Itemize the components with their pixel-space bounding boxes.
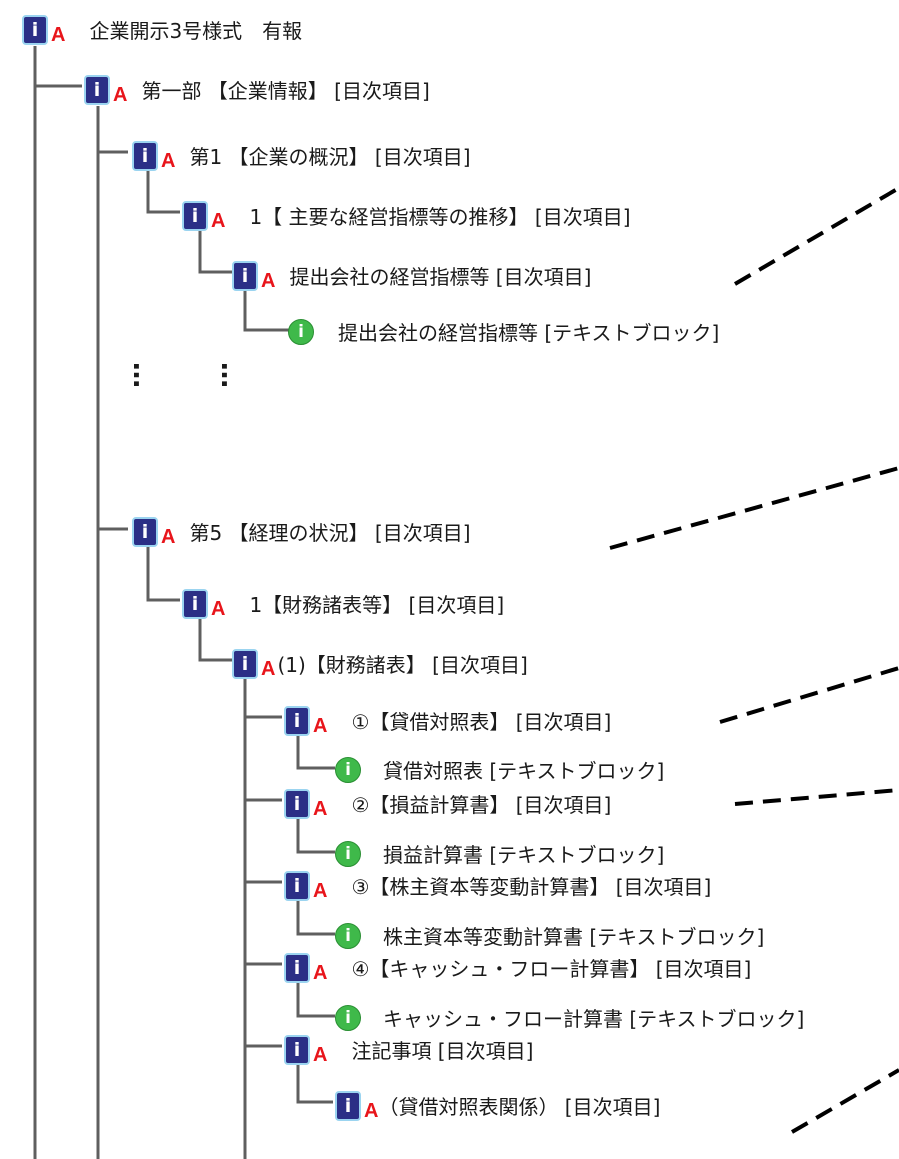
tree-node[interactable]: i A ①【貸借対照表】 [目次項目]	[284, 703, 611, 738]
node-label: 第一部 【企業情報】 [目次項目]	[141, 79, 430, 103]
toc-item-icon: i	[284, 705, 310, 736]
tree-node[interactable]: i A （貸借対照表関係） [目次項目]	[335, 1088, 660, 1123]
toc-item-icon: i	[232, 648, 258, 679]
abstract-badge-icon: A	[313, 880, 328, 902]
tree-node[interactable]: i A ③【株主資本等変動計算書】 [目次項目]	[284, 868, 711, 903]
toc-item-icon: i	[132, 516, 158, 547]
tree-node[interactable]: i 株主資本等変動計算書 [テキストブロック]	[335, 921, 764, 950]
ellipsis-marker: …	[215, 362, 245, 388]
node-label: 第5 【経理の状況】 [目次項目]	[189, 521, 471, 545]
abstract-badge-icon: A	[211, 598, 226, 620]
abstract-badge-icon: A	[161, 150, 176, 172]
tree-node[interactable]: i A (1)【財務諸表】 [目次項目]	[232, 646, 528, 681]
abstract-badge-icon: A	[161, 526, 176, 548]
dashed-leader-4	[734, 788, 899, 806]
toc-item-icon: i	[284, 788, 310, 819]
node-label: キャッシュ・フロー計算書 [テキストブロック]	[383, 1007, 805, 1031]
toc-item-icon: i	[284, 1034, 310, 1065]
tree-node[interactable]: i A 注記事項 [目次項目]	[284, 1032, 533, 1067]
dashed-leader-5	[790, 1068, 899, 1134]
node-label: 貸借対照表 [テキストブロック]	[383, 759, 665, 783]
node-label: 注記事項 [目次項目]	[351, 1039, 534, 1063]
tree-node[interactable]: i 損益計算書 [テキストブロック]	[335, 839, 664, 868]
connector-level-2a	[146, 167, 180, 214]
abstract-badge-icon: A	[113, 84, 128, 106]
node-label: ②【損益計算書】 [目次項目]	[351, 793, 612, 817]
abstract-badge-icon: A	[313, 1044, 328, 1066]
toc-item-icon: i	[284, 952, 310, 983]
node-label: （貸借対照表関係） [目次項目]	[378, 1095, 661, 1119]
toc-item-icon: i	[22, 14, 48, 45]
toc-item-icon: i	[84, 74, 110, 105]
node-label: 1【財務諸表等】 [目次項目]	[249, 593, 505, 617]
abstract-badge-icon: A	[261, 270, 276, 292]
text-block-icon: i	[335, 840, 361, 867]
text-block-icon: i	[335, 922, 361, 949]
toc-item-icon: i	[232, 260, 258, 291]
node-label: 株主資本等変動計算書 [テキストブロック]	[383, 925, 765, 949]
node-label: 提出会社の経営指標等 [テキストブロック]	[338, 321, 720, 345]
dashed-leader-2	[609, 466, 899, 550]
text-block-icon: i	[335, 1004, 361, 1031]
abstract-badge-icon: A	[313, 715, 328, 737]
toc-item-icon: i	[182, 200, 208, 231]
node-label: 損益計算書 [テキストブロック]	[383, 843, 665, 867]
text-block-icon: i	[335, 756, 361, 783]
tree-node[interactable]: i A ④【キャッシュ・フロー計算書】 [目次項目]	[284, 950, 751, 985]
tree-node-root[interactable]: i A 企業開示3号様式 有報	[22, 12, 302, 47]
toc-item-icon: i	[132, 140, 158, 171]
tree-node[interactable]: i 貸借対照表 [テキストブロック]	[335, 755, 664, 784]
node-label: ①【貸借対照表】 [目次項目]	[351, 710, 612, 734]
node-label: ④【キャッシュ・フロー計算書】 [目次項目]	[351, 957, 752, 981]
ellipsis-marker: …	[127, 362, 157, 388]
abstract-badge-icon: A	[313, 962, 328, 984]
tree-node[interactable]: i キャッシュ・フロー計算書 [テキストブロック]	[335, 1003, 804, 1032]
abstract-badge-icon: A	[51, 24, 66, 46]
node-label: 提出会社の経営指標等 [目次項目]	[289, 265, 592, 289]
toc-item-icon: i	[182, 588, 208, 619]
abstract-badge-icon: A	[313, 798, 328, 820]
toc-item-icon: i	[284, 870, 310, 901]
tree-node[interactable]: i A 第一部 【企業情報】 [目次項目]	[84, 72, 430, 107]
toc-item-icon: i	[335, 1090, 361, 1121]
tree-node[interactable]: i A 第1 【企業の概況】 [目次項目]	[132, 138, 471, 173]
node-label: 第1 【企業の概況】 [目次項目]	[189, 145, 471, 169]
abstract-badge-icon: A	[364, 1100, 379, 1122]
abstract-badge-icon: A	[261, 658, 276, 680]
tree-node[interactable]: i A 提出会社の経営指標等 [目次項目]	[232, 258, 591, 293]
node-label: (1)【財務諸表】 [目次項目]	[277, 653, 528, 677]
text-block-icon: i	[288, 318, 314, 345]
node-label: 1【 主要な経営指標等の推移】 [目次項目]	[249, 205, 631, 229]
node-label: 企業開示3号様式 有報	[89, 19, 303, 43]
node-label: ③【株主資本等変動計算書】 [目次項目]	[351, 875, 712, 899]
tree-node[interactable]: i A 1【 主要な経営指標等の推移】 [目次項目]	[182, 198, 631, 233]
dashed-leader-1	[733, 186, 899, 286]
dashed-leaders	[609, 186, 899, 1134]
dashed-leader-3	[719, 666, 899, 724]
abstract-badge-icon: A	[211, 210, 226, 232]
tree-node[interactable]: i A 1【財務諸表等】 [目次項目]	[182, 586, 504, 621]
tree-node[interactable]: i A ②【損益計算書】 [目次項目]	[284, 786, 611, 821]
tree-node[interactable]: i A 第5 【経理の状況】 [目次項目]	[132, 514, 471, 549]
tree-node[interactable]: i 提出会社の経営指標等 [テキストブロック]	[288, 317, 719, 346]
